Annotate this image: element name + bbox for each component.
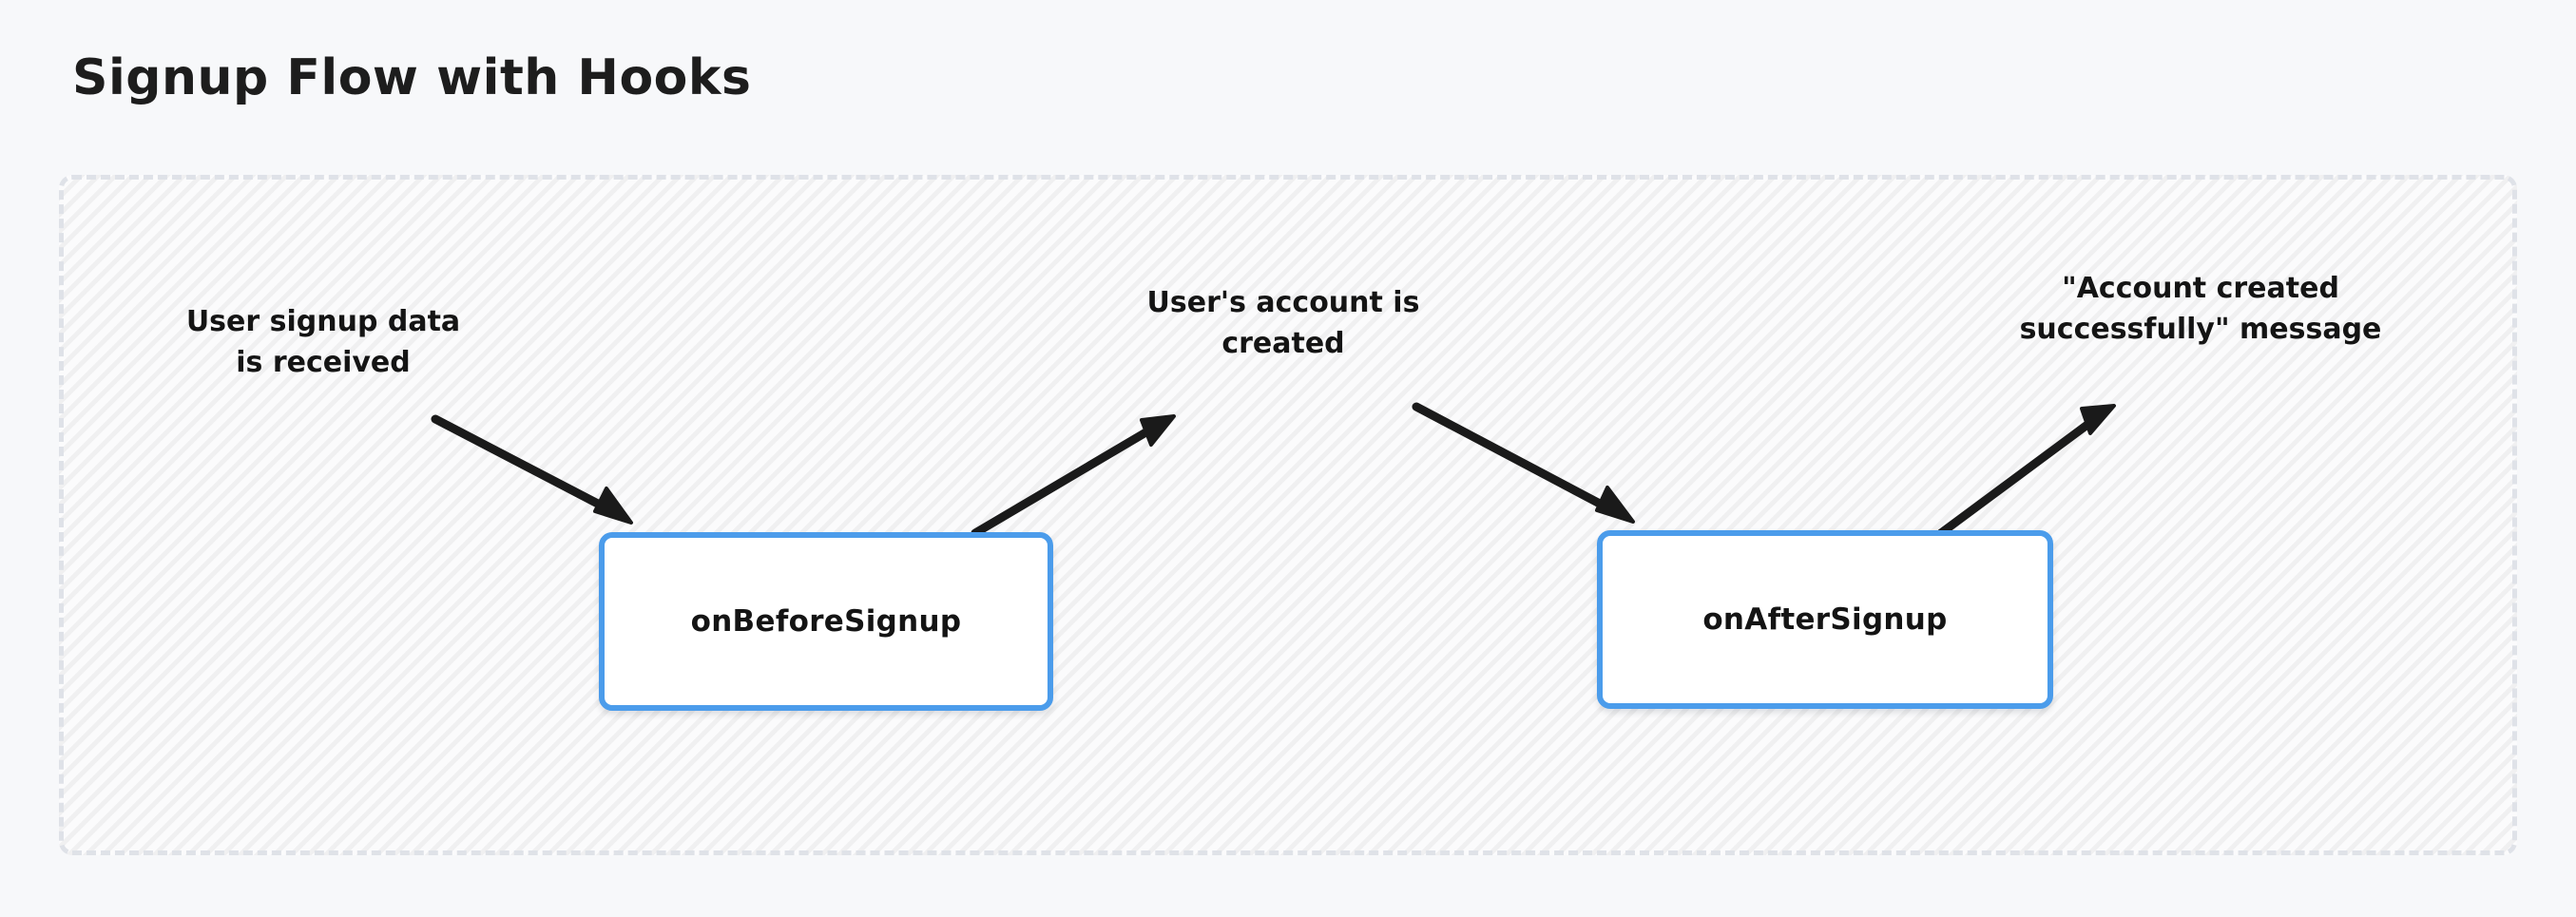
page-title: Signup Flow with Hooks	[72, 49, 752, 106]
node-label-on-after-signup: onAfterSignup	[1702, 602, 1948, 637]
node-on-after-signup[interactable]: onAfterSignup	[1597, 530, 2053, 709]
edge-label-success-message: "Account created successfully" message	[2019, 272, 2382, 346]
node-on-before-signup[interactable]: onBeforeSignup	[599, 532, 1053, 711]
edge-label-signup-data: User signup data is received	[185, 305, 461, 379]
node-label-on-before-signup: onBeforeSignup	[690, 604, 962, 639]
flow-frame-group	[59, 175, 2517, 855]
edge-label-account-created: User's account is created	[1146, 286, 1420, 360]
